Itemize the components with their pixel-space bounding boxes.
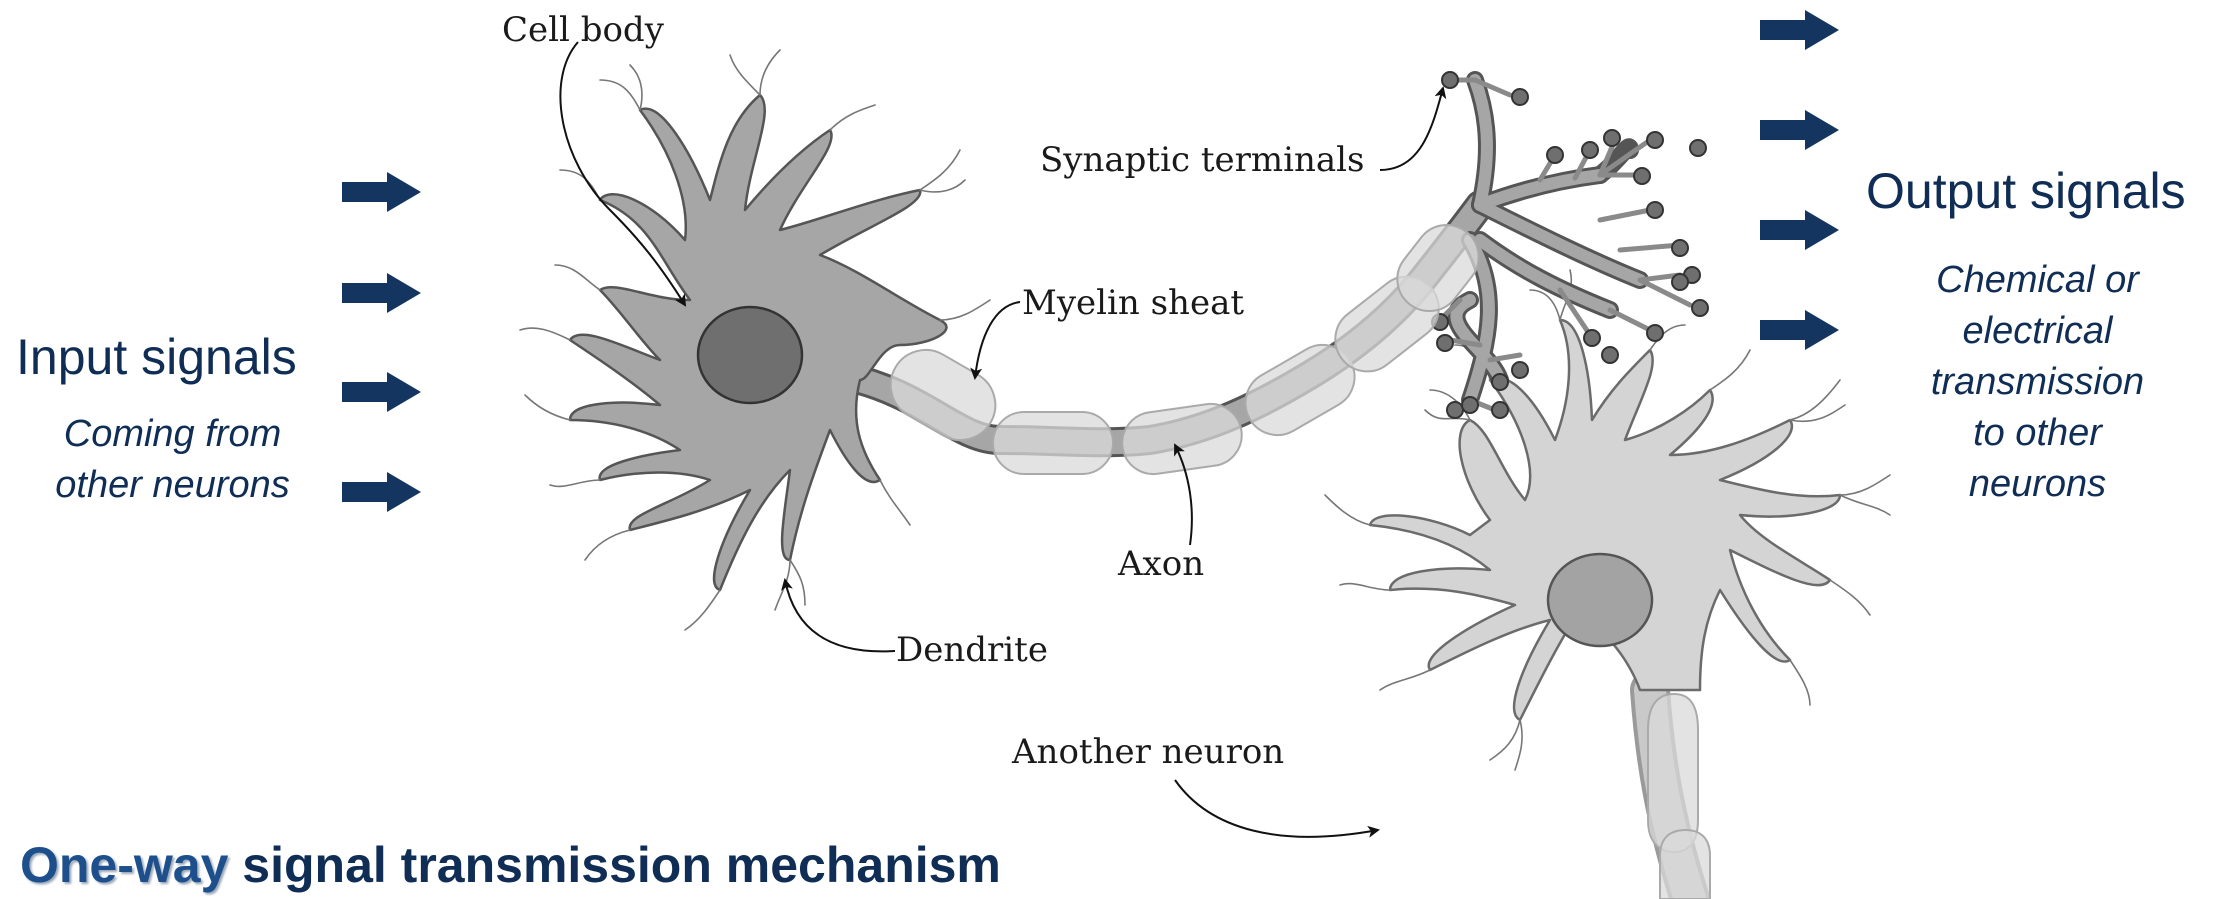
output-signals-subtitle: Chemical or electrical transmission to o… xyxy=(1900,255,2175,510)
output-arrows xyxy=(1760,10,1839,350)
input-arrow-2 xyxy=(342,273,421,313)
dendrite-label: Dendrite xyxy=(896,630,1048,670)
output-signals-title: Output signals xyxy=(1866,162,2186,220)
axon-label: Axon xyxy=(1118,544,1204,584)
input-signals-title: Input signals xyxy=(16,328,297,386)
output-subtitle-line-1: Chemical or xyxy=(1900,255,2175,306)
footer-caption: One-way signal transmission mechanism xyxy=(20,836,1001,894)
cell-body-label: Cell body xyxy=(502,10,664,50)
input-subtitle-line-2: other neurons xyxy=(30,460,315,511)
output-subtitle-line-4: to other xyxy=(1900,408,2175,459)
output-arrow-2 xyxy=(1760,110,1839,150)
synaptic-terminals-label: Synaptic terminals xyxy=(1040,140,1364,180)
output-arrow-3 xyxy=(1760,210,1839,250)
output-subtitle-line-5: neurons xyxy=(1900,459,2175,510)
output-subtitle-line-2: electrical xyxy=(1900,306,2175,357)
input-arrows xyxy=(342,172,421,512)
synaptic-terminals-pointer xyxy=(1380,88,1443,170)
myelin-sheath-label: Myelin sheat xyxy=(1022,283,1244,323)
input-signals-subtitle: Coming from other neurons xyxy=(30,409,315,511)
footer-rest: signal transmission mechanism xyxy=(228,837,1001,893)
myelin-segments xyxy=(878,212,1492,478)
input-subtitle-line-1: Coming from xyxy=(30,409,315,460)
output-subtitle-line-3: transmission xyxy=(1900,357,2175,408)
footer-emphasis: One-way xyxy=(20,837,228,893)
another-neuron-label: Another neuron xyxy=(1012,732,1284,772)
myelin-pointer xyxy=(975,302,1020,378)
output-arrow-4 xyxy=(1760,310,1839,350)
output-arrow-1 xyxy=(1760,10,1839,50)
input-arrow-1 xyxy=(342,172,421,212)
input-arrow-3 xyxy=(342,372,421,412)
dendrite-pointer xyxy=(785,580,895,651)
input-arrow-4 xyxy=(342,472,421,512)
another-neuron-shape xyxy=(1325,270,1890,899)
another-neuron-pointer xyxy=(1175,780,1378,837)
